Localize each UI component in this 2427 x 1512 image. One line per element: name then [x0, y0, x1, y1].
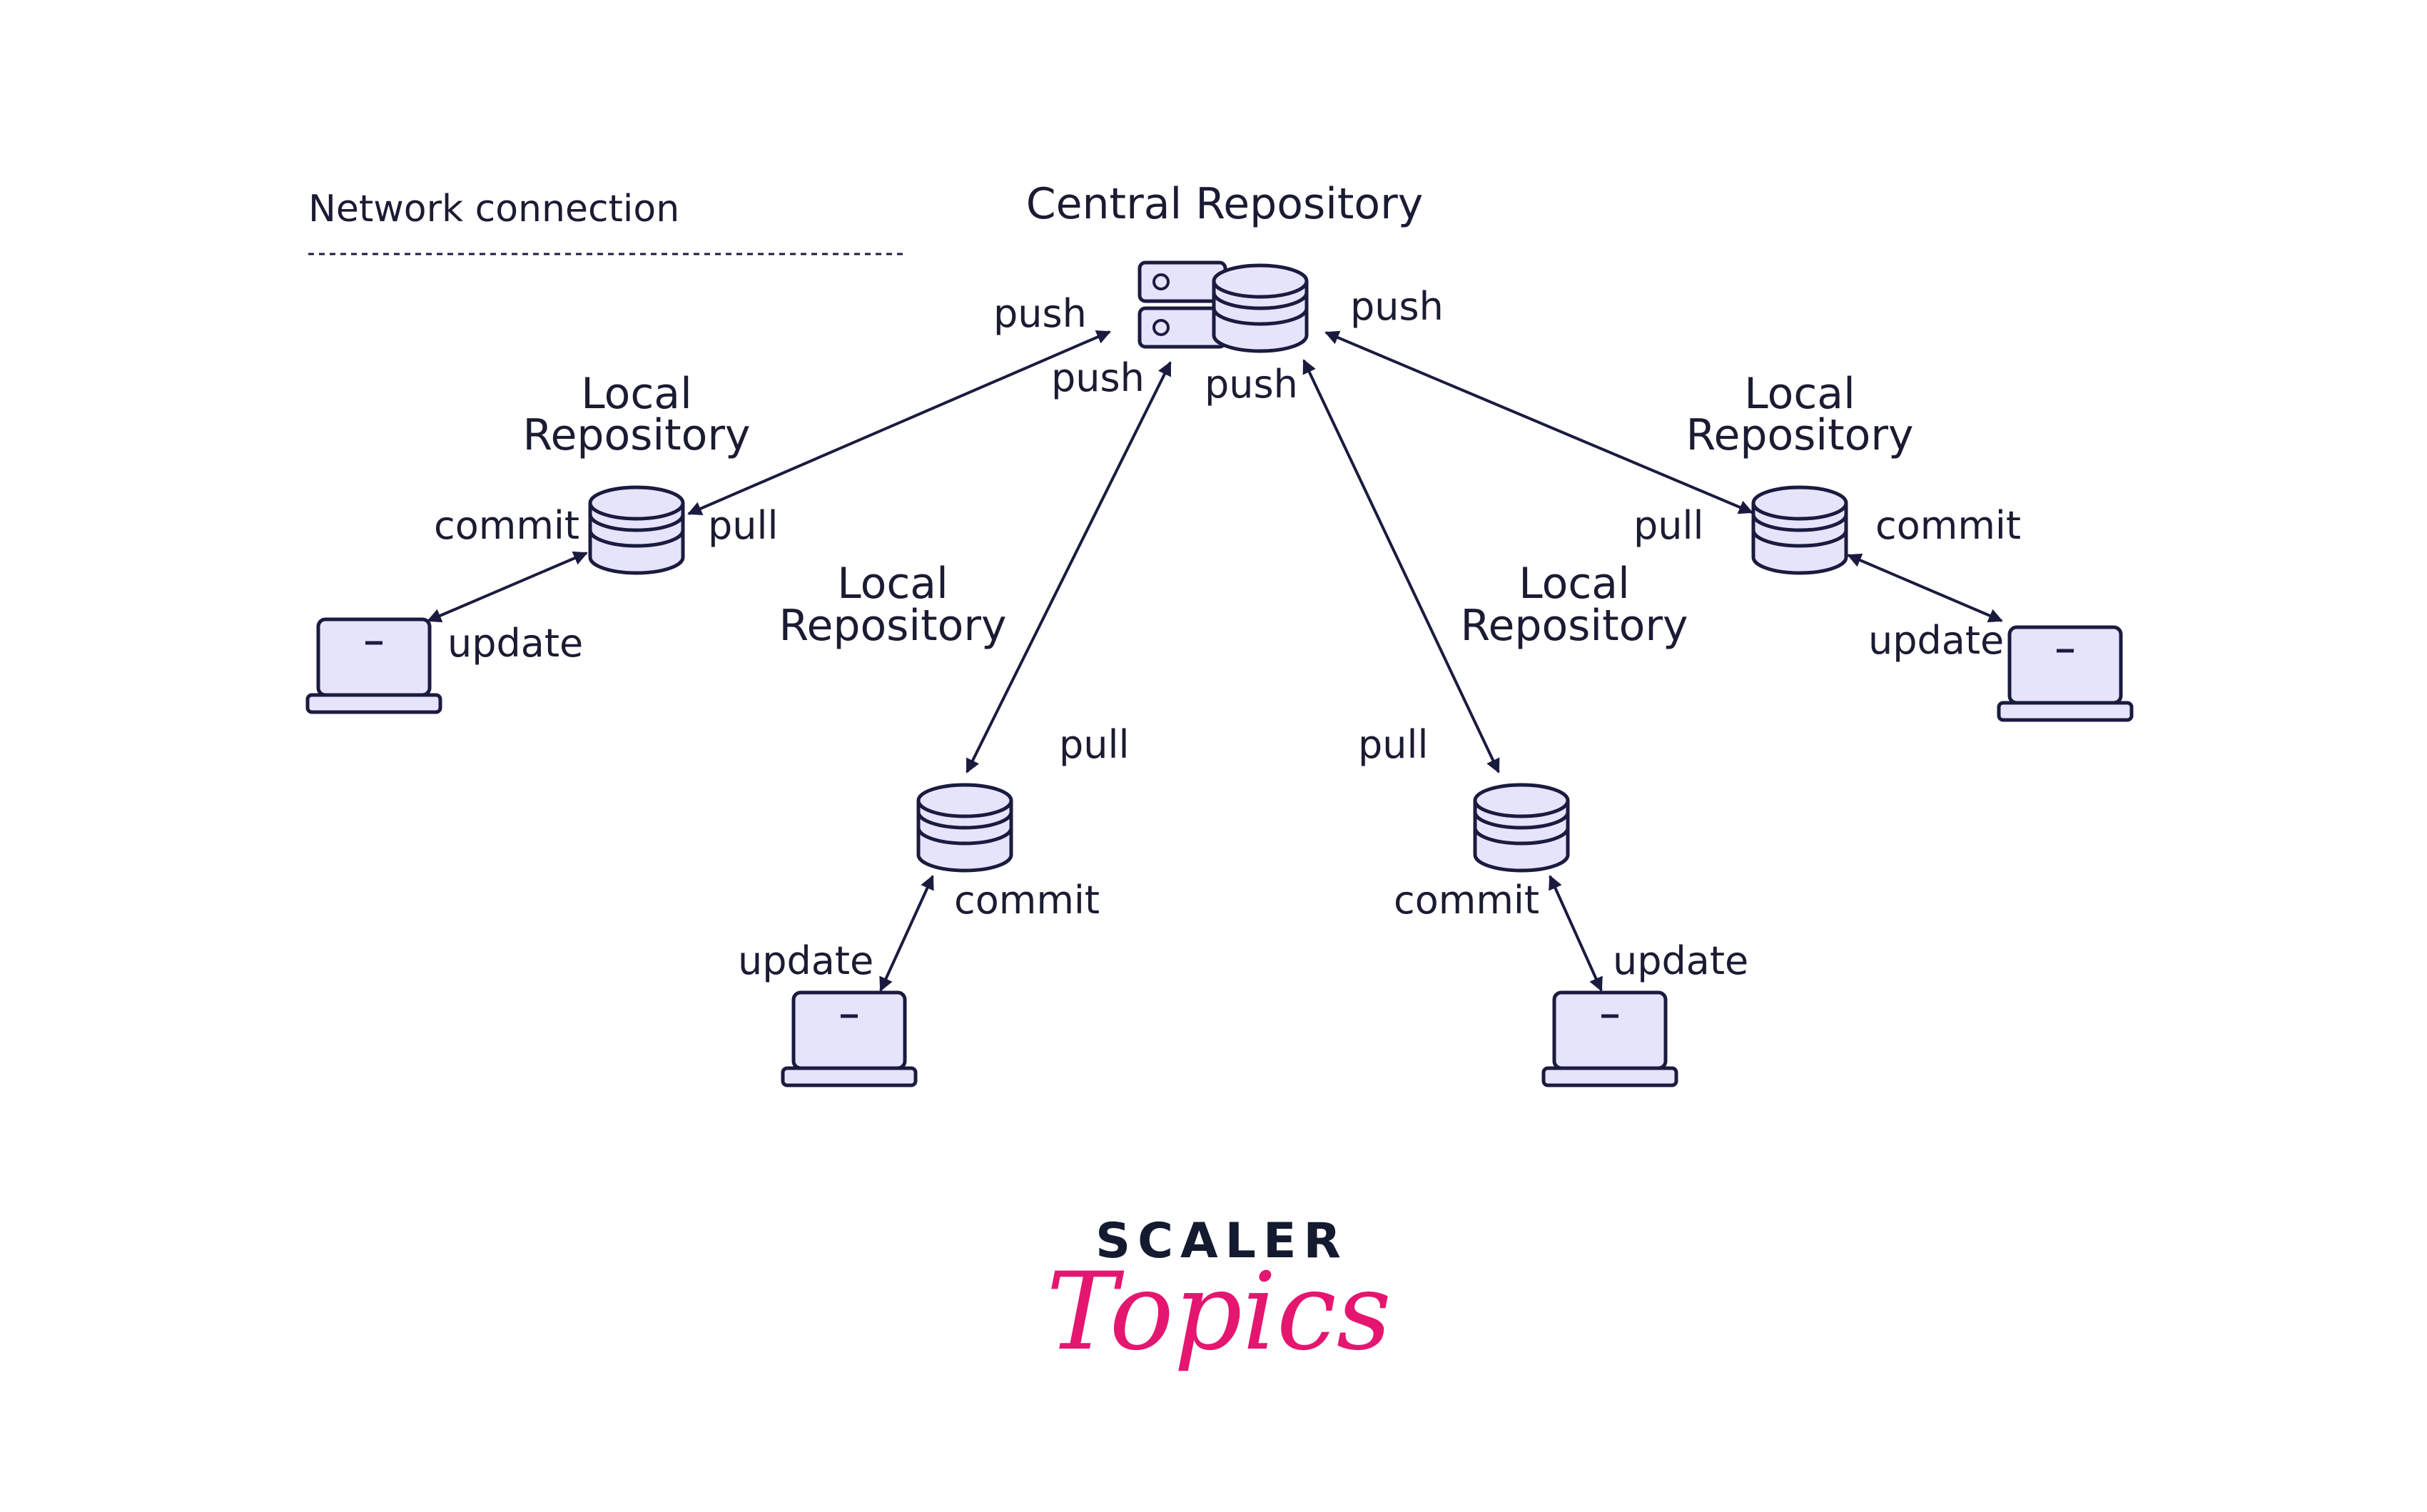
local-repo-4-title-line1: Local: [1744, 369, 1855, 419]
connection-local-4-laptop-4: [1847, 553, 2003, 623]
commit-label-4: commit: [1875, 503, 2021, 548]
update-label-3: update: [1613, 938, 1748, 983]
local-repo-4: Local Repository: [1686, 369, 2132, 720]
connection-central-local-3: [1302, 359, 1500, 773]
local-repo-3: Local Repository: [1460, 559, 1688, 1085]
database-icon: [1753, 487, 1846, 573]
local-repo-2: Local Repository: [779, 559, 1011, 1085]
local-repo-1-title-line2: Repository: [522, 410, 750, 460]
database-icon: [918, 785, 1011, 871]
local-repo-3-title-line2: Repository: [1460, 601, 1688, 651]
laptop-icon: [1999, 627, 2132, 720]
pull-label-1: pull: [708, 503, 779, 548]
laptop-icon: [308, 619, 440, 712]
connection-local-3-laptop-3: [1549, 875, 1603, 992]
commit-label-3: commit: [1394, 878, 1539, 923]
commit-label-2: commit: [954, 878, 1100, 923]
push-label-3: push: [1205, 362, 1298, 407]
update-label-1: update: [447, 621, 583, 666]
local-repo-4-title-line2: Repository: [1686, 410, 1913, 460]
central-repo-title: Central Repository: [1026, 179, 1424, 229]
brand-line2: Topics: [1046, 1250, 1392, 1374]
local-repo-2-title-line1: Local: [837, 559, 948, 609]
database-icon: [590, 487, 683, 573]
push-label-2: push: [1051, 355, 1145, 400]
local-repo-1-title-line1: Local: [581, 369, 692, 419]
pull-label-3: pull: [1358, 722, 1429, 767]
local-repo-3-title-line1: Local: [1519, 559, 1630, 609]
connection-local-1-laptop-1: [427, 551, 588, 623]
connection-central-local-4: [1324, 330, 1753, 514]
legend-label: Network connection: [308, 188, 679, 230]
connection-central-local-2: [966, 361, 1172, 773]
brand-line1: SCALER: [1095, 1213, 1348, 1269]
pull-label-4: pull: [1633, 503, 1704, 548]
connection-local-2-laptop-2: [879, 875, 934, 992]
laptop-icon: [1544, 993, 1676, 1085]
local-repo-1: Local Repository: [308, 369, 751, 712]
update-label-4: update: [1868, 618, 2004, 663]
central-database-icon: [1214, 265, 1307, 351]
connection-central-local-1: [687, 330, 1111, 516]
update-label-2: update: [738, 938, 873, 983]
brand-logo: SCALER Topics: [1046, 1213, 1392, 1374]
local-repo-2-title-line2: Repository: [779, 601, 1006, 651]
pull-label-2: pull: [1059, 722, 1130, 767]
push-label-1: push: [993, 291, 1087, 336]
commit-label-1: commit: [434, 503, 579, 548]
database-icon: [1475, 785, 1568, 871]
push-label-4: push: [1350, 284, 1444, 329]
laptop-icon: [783, 993, 916, 1085]
